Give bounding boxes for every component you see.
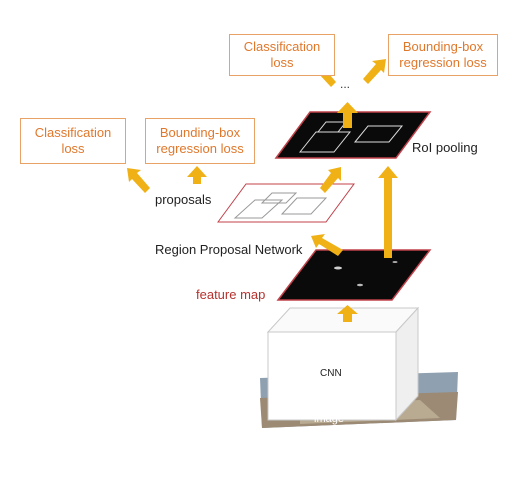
- arrow-proposals-to-roi: [320, 167, 341, 193]
- loss-line: regression loss: [399, 55, 487, 70]
- cnn-label: CNN: [320, 368, 342, 379]
- loss-line: Bounding-box: [402, 39, 484, 54]
- feature-map-label: feature map: [196, 287, 266, 302]
- arrow-roi-to-center: [337, 102, 358, 128]
- feature-map-plane: [276, 249, 432, 301]
- loss-line: Bounding-box: [159, 125, 241, 140]
- left-bbox-loss-box: Bounding-box regression loss: [145, 118, 255, 164]
- arrow-feature-to-rpn: [311, 234, 343, 256]
- arrow-proposals-to-bbox: [187, 166, 207, 184]
- loss-line: loss: [270, 55, 294, 70]
- ellipsis-label: ...: [340, 77, 351, 91]
- loss-line: Classification: [34, 125, 112, 140]
- arrow-roi-to-bbox: [363, 59, 386, 84]
- roi-pooling-plane: [274, 111, 432, 159]
- top-bbox-loss-box: Bounding-box regression loss: [388, 34, 498, 76]
- loss-line: Classification: [243, 39, 321, 54]
- loss-line: regression loss: [156, 141, 244, 156]
- arrow-proposals-to-class: [127, 168, 150, 193]
- top-classification-loss-box: Classification loss: [229, 34, 335, 76]
- left-classification-loss-box: Classification loss: [20, 118, 126, 164]
- proposals-label: proposals: [155, 192, 212, 207]
- roi-pooling-label: RoI pooling: [412, 140, 478, 155]
- rpn-label: Region Proposal Network: [155, 242, 303, 257]
- arrow-feature-to-roi: [378, 166, 398, 258]
- proposals-plane: [217, 183, 355, 223]
- arrow-cnn-to-feature: [337, 305, 358, 322]
- cnn-block: [266, 306, 420, 422]
- loss-line: loss: [61, 141, 85, 156]
- image-label: image: [314, 413, 344, 425]
